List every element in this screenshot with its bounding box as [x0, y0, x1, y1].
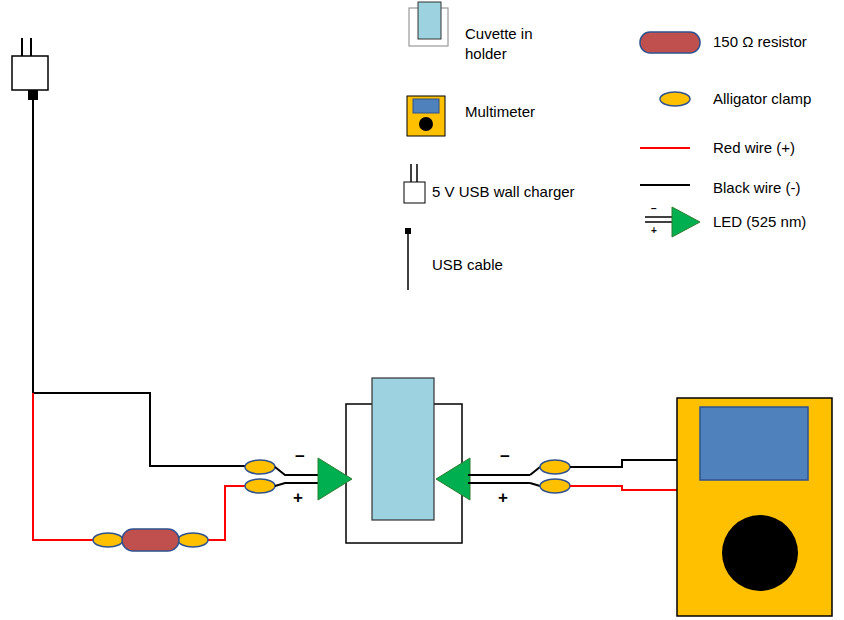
alligator-clamp: [178, 533, 208, 547]
polarity-sign: −: [500, 448, 510, 466]
polarity-sign: −: [651, 204, 657, 214]
resistor-symbol: [122, 529, 179, 551]
clamp-icon: [660, 92, 690, 106]
polarity-sign: +: [651, 226, 657, 236]
polarity-sign: −: [295, 448, 305, 466]
black-wire-icon: [640, 184, 690, 186]
legend-text: Multimeter: [465, 102, 535, 122]
multimeter-icon-dial: [419, 117, 433, 131]
multimeter-dial: [722, 515, 798, 591]
usb-plug: [28, 90, 38, 100]
usb-cable-icon: [407, 234, 409, 290]
polarity-sign: +: [498, 489, 508, 507]
legend-text: Cuvette in holder: [465, 24, 545, 64]
legend-text: LED (525 nm): [713, 212, 806, 232]
legend-text: USB cable: [432, 255, 503, 275]
legend-text: 150 Ω resistor: [713, 32, 807, 52]
led-icon-lead: [645, 221, 672, 223]
led-icon: [672, 207, 700, 237]
red-wire: [570, 486, 678, 490]
charger-icon: [404, 182, 425, 203]
led-lead: [530, 467, 540, 475]
polarity-sign: +: [293, 489, 303, 507]
alligator-clamp: [540, 479, 570, 493]
resistor-icon: [640, 32, 700, 53]
led-emitter: [318, 458, 352, 500]
usb-cable-icon-plug: [405, 228, 411, 234]
cuvette-icon: [418, 2, 441, 39]
led-lead: [468, 482, 530, 484]
plug-prong: [30, 38, 32, 56]
multimeter-icon-screen: [413, 99, 439, 113]
alligator-clamp: [245, 479, 275, 493]
led-lead: [530, 483, 540, 486]
usb-cable: [32, 100, 34, 393]
alligator-clamp: [540, 460, 570, 474]
black-wire: [570, 460, 678, 467]
legend-text: Red wire (+): [713, 138, 795, 158]
multimeter-icon: [407, 96, 445, 136]
led-lead: [275, 483, 320, 486]
wall-charger: [12, 56, 48, 90]
charger-icon-prong: [410, 164, 412, 182]
led-lead: [275, 467, 320, 475]
alligator-clamp: [245, 460, 275, 474]
alligator-clamp: [93, 533, 123, 547]
legend-text: Alligator clamp: [713, 89, 811, 109]
red-wire: [33, 393, 95, 540]
plug-prong: [21, 38, 23, 56]
led-detector: [436, 458, 470, 500]
black-wire: [33, 393, 245, 466]
multimeter: [677, 398, 832, 616]
cuvette: [372, 378, 434, 520]
legend-text: Black wire (-): [713, 178, 801, 198]
led-icon-lead: [645, 216, 672, 218]
led-lead: [468, 474, 530, 476]
legend-text: 5 V USB wall charger: [432, 182, 575, 202]
charger-icon-prong: [416, 164, 418, 182]
red-wire: [207, 486, 245, 540]
multimeter-screen: [700, 407, 808, 480]
red-wire-icon: [640, 147, 690, 149]
